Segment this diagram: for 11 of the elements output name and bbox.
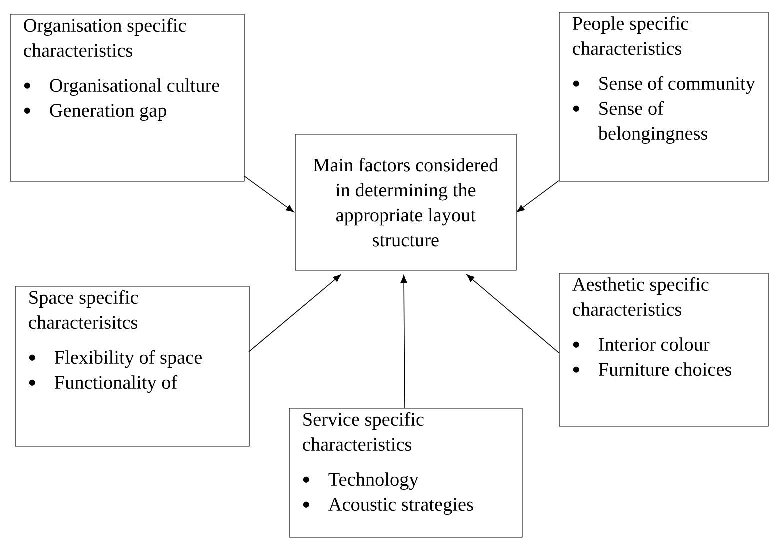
factor-box: Main factors considered in determining the appropriate layout structure: [295, 134, 517, 271]
factor-box: Space specific characterisitcs Flexibility of space Functionality of: [15, 286, 250, 447]
arrow: [244, 176, 294, 212]
factor-box: People specific characteristics Sense of community Sense of belongingness: [559, 12, 769, 182]
factor-box: Organisation specific characteristics Organisational culture Generation gap: [10, 14, 245, 182]
arrow: [516, 180, 560, 212]
factor-box: Aesthetic specific characteristics Interior colour Furniture choices: [559, 273, 769, 427]
arrow: [400, 275, 408, 408]
factor-box: Service specific characteristics Technology Acoustic strategies: [289, 408, 523, 538]
arrow: [466, 274, 560, 354]
arrow: [248, 274, 342, 352]
